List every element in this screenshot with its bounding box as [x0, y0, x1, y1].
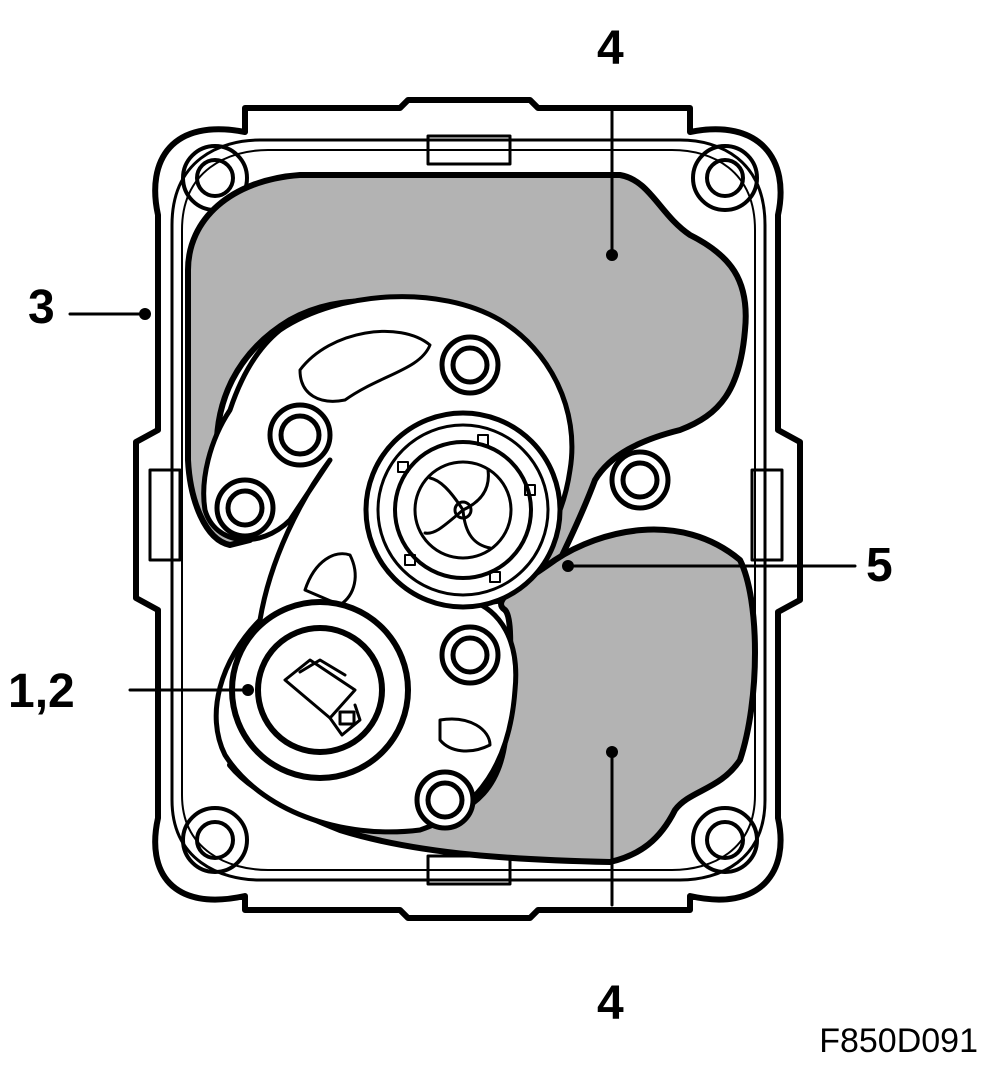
lower-hub — [229, 599, 411, 781]
leader-dots — [139, 249, 618, 758]
plate-slot-upper — [298, 329, 432, 403]
label-1-2: 1,2 — [8, 665, 75, 718]
label-4-bottom: 4 — [597, 977, 624, 1030]
inner-housing-rim — [170, 138, 767, 882]
hub-notches — [397, 434, 536, 583]
label-3: 3 — [28, 281, 55, 334]
left-latch — [148, 468, 182, 562]
top-clip — [426, 134, 512, 166]
corner-bosses — [181, 144, 759, 874]
plate-slot-right — [438, 717, 492, 753]
figure-code: F850D091 — [819, 1022, 978, 1060]
plate-slot-lower — [303, 552, 357, 607]
rivet-holes — [214, 334, 671, 831]
lower-hub-key — [283, 658, 362, 737]
label-5: 5 — [866, 539, 893, 592]
outer-housing — [133, 97, 803, 921]
leader-lines — [68, 106, 857, 907]
hub-vanes — [423, 468, 492, 550]
right-latch — [750, 468, 784, 562]
label-4-top: 4 — [597, 22, 624, 75]
